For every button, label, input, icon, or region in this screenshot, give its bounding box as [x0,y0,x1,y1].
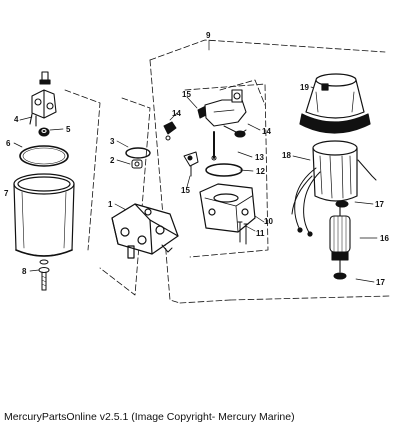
callout-labels: 1 2 3 4 5 6 7 8 9 10 11 12 13 14 14 15 1… [4,31,389,287]
valve-fitting-assembly [29,71,57,127]
callout-3: 3 [110,137,115,146]
motor-field-housing [291,140,377,237]
callout-13: 13 [255,153,264,162]
callout-16: 16 [380,234,389,243]
callout-1: 1 [108,200,113,209]
callout-15a: 15 [182,90,191,99]
bearing-lower [333,272,347,280]
spring-clip-lower [183,151,199,177]
callout-6: 6 [6,139,11,148]
callout-14b: 14 [262,127,271,136]
reservoir [13,173,75,257]
callout-12: 12 [256,167,265,176]
motor-end-cap [299,73,371,134]
callout-18: 18 [282,151,291,160]
small-o-ring [125,147,151,159]
screw-and-washer [38,259,50,291]
valve-lever-assembly [204,89,247,138]
callout-17b: 17 [376,278,385,287]
callout-9: 9 [206,31,211,40]
callout-7: 7 [4,189,9,198]
nut [38,127,50,137]
callout-2: 2 [110,156,115,165]
adaptor-plate [199,183,256,233]
callout-14a: 14 [172,109,181,118]
armature [329,205,351,273]
check-valve [163,121,177,141]
callout-5: 5 [66,125,71,134]
adaptor-screws [237,221,249,245]
reservoir-o-ring [19,145,69,167]
callout-4: 4 [14,115,19,124]
bearing-upper [335,200,349,208]
callout-19: 19 [300,83,309,92]
leader-lines [13,39,378,283]
adaptor-o-ring [205,163,243,177]
callout-10: 10 [264,217,273,226]
pump-body [111,203,179,259]
small-fitting [131,159,143,169]
callout-8: 8 [22,267,27,276]
callout-15b: 15 [181,186,190,195]
image-caption: MercuryPartsOnline v2.5.1 (Image Copyrig… [4,411,295,423]
callout-11: 11 [256,229,265,238]
grouping-outlines [64,39,391,304]
callout-17a: 17 [375,200,384,209]
